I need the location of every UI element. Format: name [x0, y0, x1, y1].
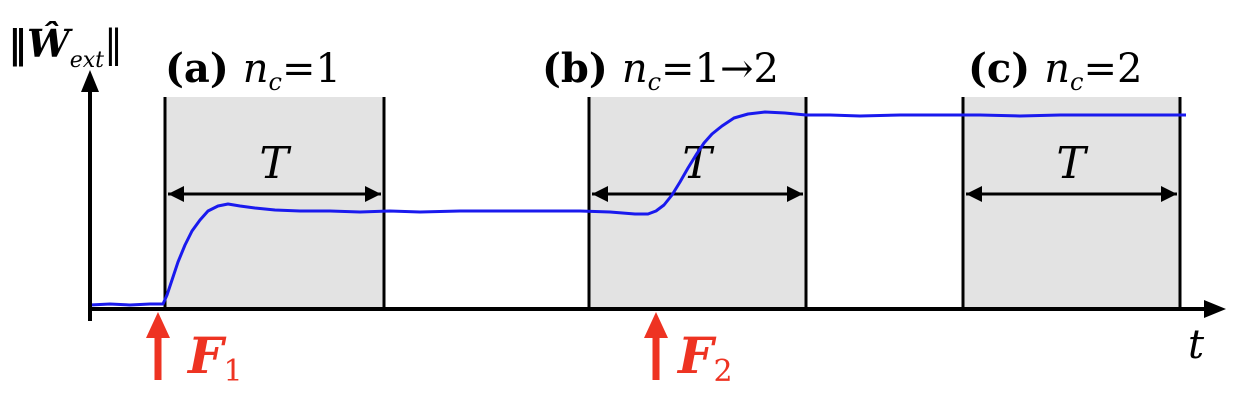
force-arrow-1 — [146, 312, 170, 380]
window-c-tag: (c) — [968, 45, 1030, 92]
window-b — [587, 97, 808, 309]
window-title-c: (c) nc=2 — [968, 45, 1142, 96]
period-arrow-c — [966, 186, 1177, 202]
window-c-n-sub: c — [1070, 68, 1083, 96]
window-a-tag: (a) — [165, 45, 229, 92]
window-c-n: n — [1044, 46, 1070, 92]
window-title-a: (a) nc=1 — [165, 45, 341, 96]
window-c-n-value: =2 — [1083, 46, 1142, 92]
window-a-n: n — [243, 46, 269, 92]
period-label-a: T — [259, 138, 292, 189]
force-1-name: F — [186, 326, 227, 385]
window-b-shade — [589, 97, 806, 309]
period-label-b: T — [682, 138, 715, 189]
window-b-n-value: =1→2 — [661, 46, 779, 92]
force-2-sub: 2 — [714, 354, 733, 389]
window-b-n-sub: c — [648, 68, 661, 96]
window-a-n-value: =1 — [282, 46, 341, 92]
period-arrow-b — [592, 186, 803, 202]
window-b-n: n — [622, 46, 648, 92]
force-2-name: F — [676, 326, 717, 385]
force-1-sub: 1 — [224, 354, 243, 389]
force-label-1: F1 — [186, 326, 243, 389]
window-c — [961, 97, 1182, 309]
y-axis-label-sub: ext — [70, 48, 104, 73]
x-axis-label: t — [1188, 322, 1205, 368]
period-arrow-a — [168, 186, 381, 202]
force-label-2: F2 — [676, 326, 733, 389]
signal-trace — [89, 110, 1186, 307]
window-b-tag: (b) — [542, 45, 608, 92]
y-axis-label-main: ‖Ŵ — [8, 21, 73, 66]
y-axis — [81, 70, 99, 321]
window-a-n-sub: c — [269, 68, 282, 96]
window-a-shade — [165, 97, 384, 309]
window-title-b: (b) nc=1→2 — [542, 45, 779, 96]
y-axis-label: ‖Ŵext‖ — [8, 21, 123, 73]
period-label-c: T — [1056, 138, 1089, 189]
window-c-shade — [963, 97, 1180, 309]
y-axis-label-end: ‖ — [104, 22, 123, 66]
x-axis — [88, 300, 1226, 318]
window-a — [163, 97, 386, 309]
force-arrow-2 — [644, 312, 668, 380]
